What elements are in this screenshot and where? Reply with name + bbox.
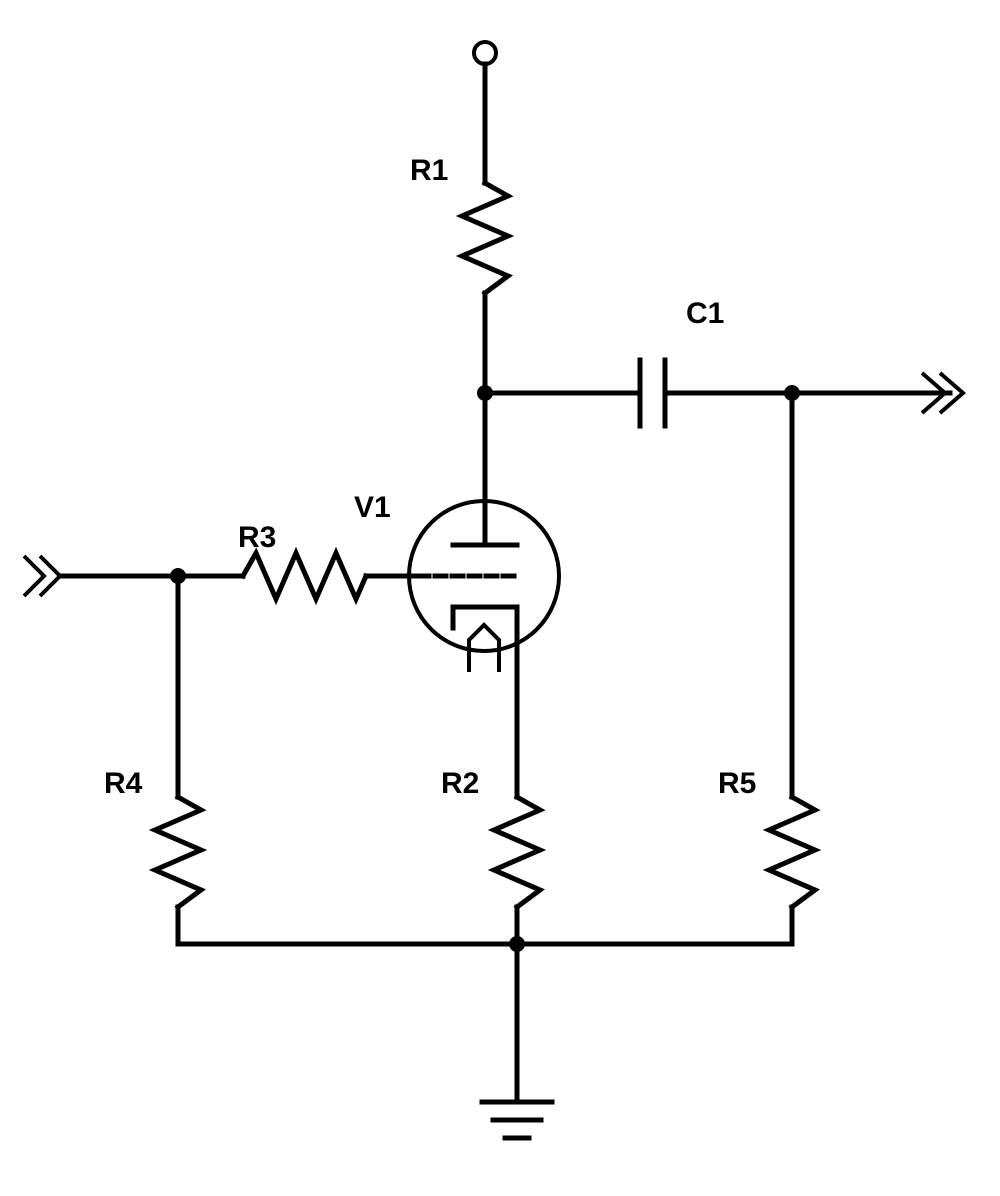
resistor-r1 xyxy=(455,179,515,297)
resistor-r3 xyxy=(239,546,370,606)
supply-terminal xyxy=(472,40,498,66)
tube-envelope xyxy=(407,499,561,653)
resistor-r4 xyxy=(148,793,208,911)
input-arrow xyxy=(22,554,63,598)
label-r2: R2 xyxy=(441,767,479,800)
label-r4: R4 xyxy=(104,767,143,800)
ground-icon xyxy=(479,1099,555,1141)
label-c1: C1 xyxy=(686,297,724,330)
label-r3: R3 xyxy=(238,521,276,554)
label-r1: R1 xyxy=(410,154,448,187)
label-r5: R5 xyxy=(718,767,756,800)
tube-cathode xyxy=(450,604,520,654)
vacuum-tube-v1 xyxy=(407,499,561,672)
resistor-r2 xyxy=(487,793,547,911)
label-v1: V1 xyxy=(354,491,391,524)
capacitor-c1 xyxy=(637,357,668,429)
output-arrow xyxy=(920,371,967,415)
resistor-r5 xyxy=(762,793,822,911)
junction-ground xyxy=(509,936,525,952)
tube-heater xyxy=(467,622,501,672)
